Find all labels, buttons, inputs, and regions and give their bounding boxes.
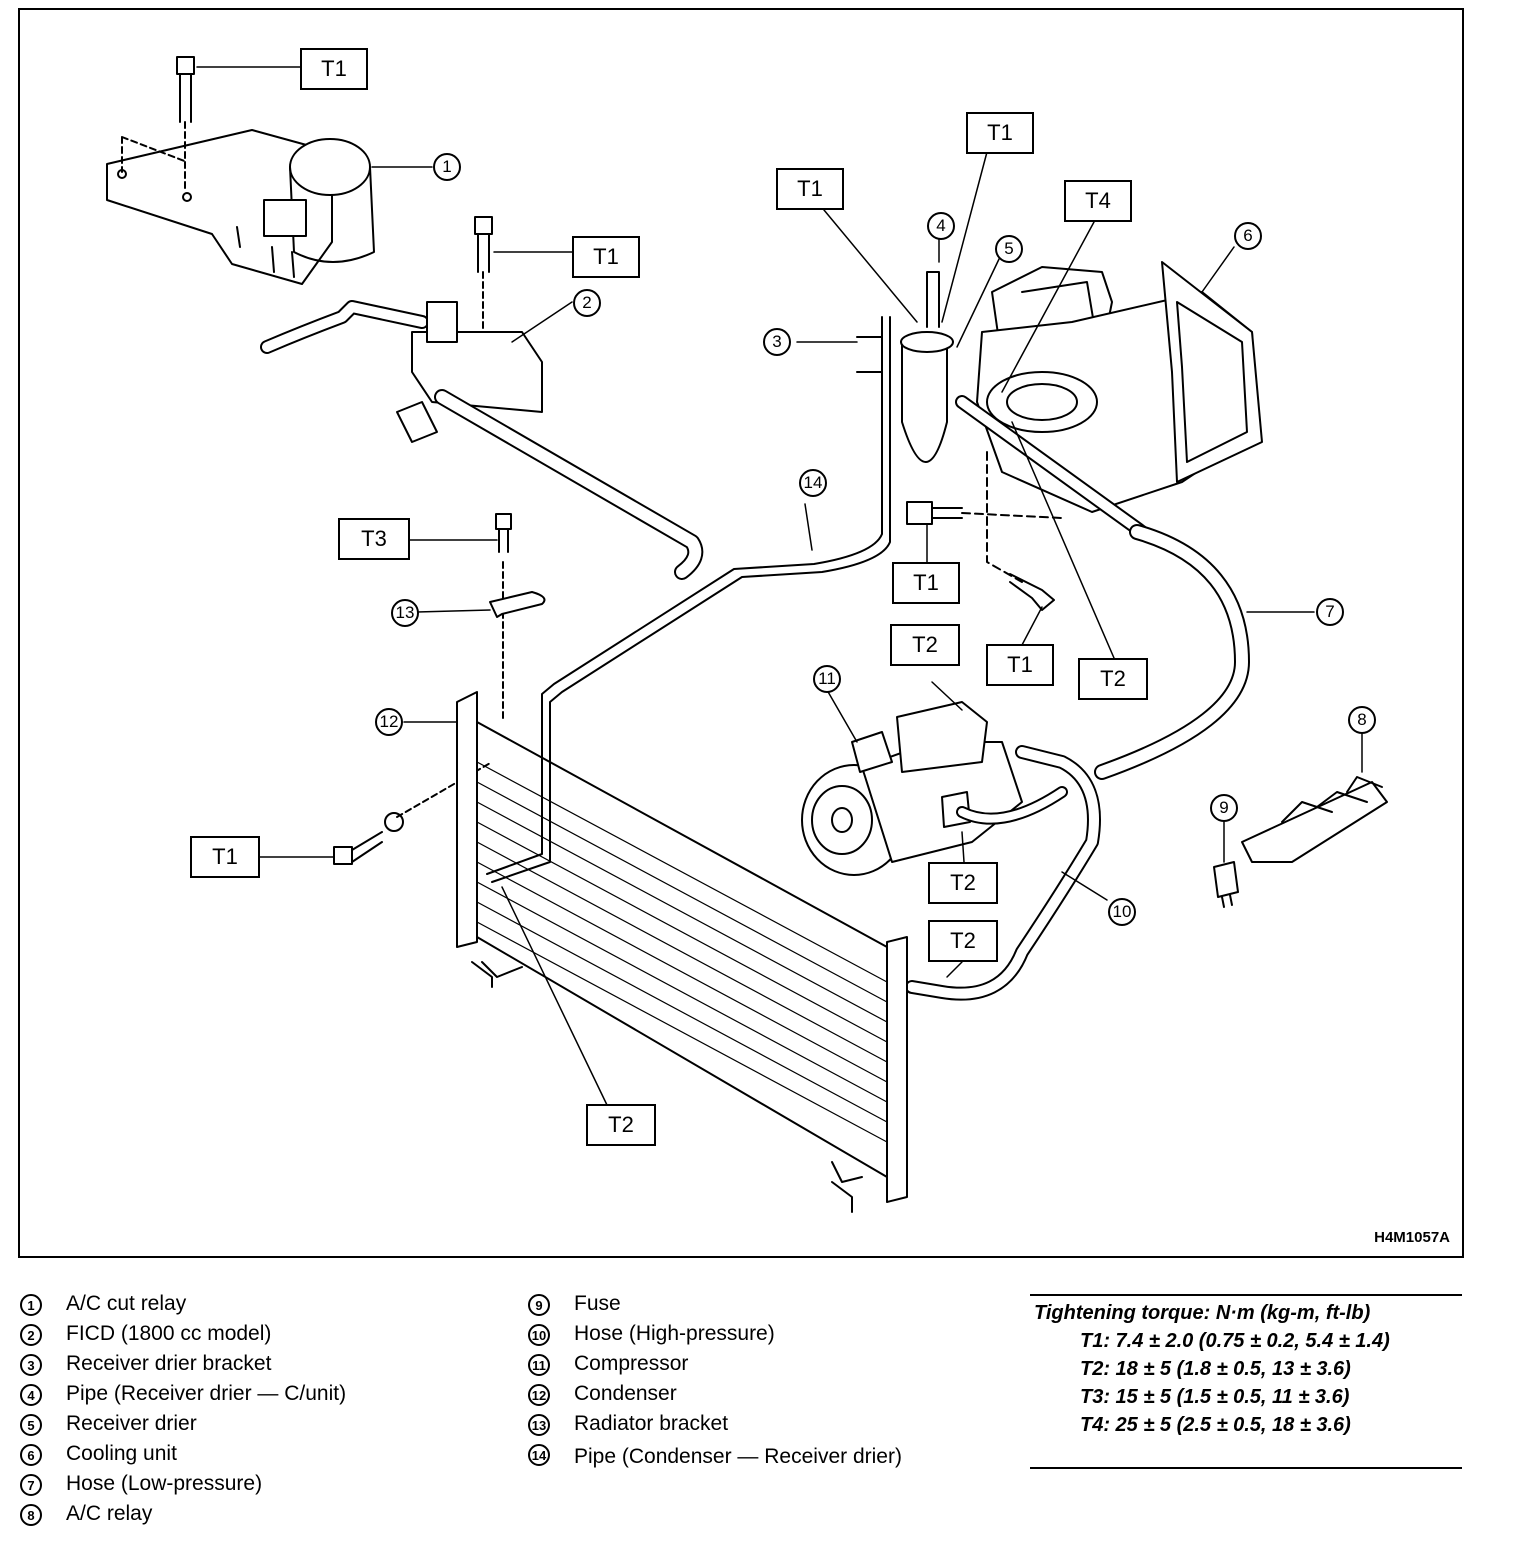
legend-text: Pipe (Condenser — Receiver drier) — [574, 1445, 902, 1468]
legend-item: 4 Pipe (Receiver drier — C/unit) — [20, 1382, 480, 1412]
legend-number: 11 — [528, 1354, 550, 1376]
receiver-drier-drawing — [486, 271, 954, 883]
legend-text: Hose (High-pressure) — [574, 1322, 775, 1345]
callout-4: 4 — [927, 212, 955, 240]
legend-text: A/C cut relay — [66, 1292, 187, 1315]
legend-text: Receiver drier bracket — [66, 1352, 272, 1375]
legend-item: 11 Compressor — [528, 1352, 968, 1382]
legend-item: 10 Hose (High-pressure) — [528, 1322, 968, 1352]
ficd-drawing — [260, 300, 704, 580]
legend-text: Condenser — [574, 1382, 677, 1405]
legend-number: 12 — [528, 1384, 550, 1406]
callout-3: 3 — [763, 328, 791, 356]
callout-1: 1 — [433, 153, 461, 181]
callout-9: 9 — [1210, 794, 1238, 822]
torque-box-t1: T1 — [776, 168, 844, 210]
legend-item: 5 Receiver drier — [20, 1412, 480, 1442]
torque-line: T1: 7.4 ± 2.0 (0.75 ± 0.2, 5.4 ± 1.4) — [1080, 1330, 1390, 1352]
legend-number: 6 — [20, 1444, 42, 1466]
torque-box-t2: T2 — [890, 624, 960, 666]
legend-text: Pipe (Receiver drier — C/unit) — [66, 1382, 347, 1405]
legend-item: 13 Radiator bracket — [528, 1412, 968, 1442]
bolt-drawings — [176, 56, 1063, 865]
torque-box-t1: T1 — [300, 48, 368, 90]
fuse-drawing — [1213, 861, 1239, 908]
callout-5: 5 — [995, 235, 1023, 263]
torque-box-t4: T4 — [1064, 180, 1132, 222]
torque-line: T3: 15 ± 5 (1.5 ± 0.5, 11 ± 3.6) — [1080, 1386, 1350, 1408]
torque-spec: Tightening torque: N·m (kg-m, ft-lb) T1:… — [1030, 1294, 1462, 1469]
exploded-view-diagram: T1 T1 T1 T1 T1 T1 T1 T4 T3 T2 T2 T2 T2 T… — [18, 8, 1464, 1258]
legend-number: 7 — [20, 1474, 42, 1496]
legend-number: 1 — [20, 1294, 42, 1316]
legend-number: 8 — [20, 1504, 42, 1526]
callout-14: 14 — [799, 469, 827, 497]
legend-text: A/C relay — [66, 1502, 153, 1525]
legend-number: 3 — [20, 1354, 42, 1376]
leader-lines — [196, 66, 1363, 1106]
torque-box-t1: T1 — [572, 236, 640, 278]
torque-box-t2: T2 — [586, 1104, 656, 1146]
legend-text: Hose (Low-pressure) — [66, 1472, 263, 1495]
legend-item: 3 Receiver drier bracket — [20, 1352, 480, 1382]
legend-text: Cooling unit — [66, 1442, 177, 1465]
torque-box-t3: T3 — [338, 518, 410, 560]
legend-item: 14 Pipe (Condenser — Receiver drier) — [528, 1442, 968, 1502]
ac-relay-drawing — [1241, 776, 1388, 863]
legend-item: 12 Condenser — [528, 1382, 968, 1412]
torque-line: T2: 18 ± 5 (1.8 ± 0.5, 13 ± 3.6) — [1080, 1358, 1351, 1380]
divider — [1030, 1294, 1462, 1296]
torque-box-t2: T2 — [928, 862, 998, 904]
legend-item: 2 FICD (1800 cc model) — [20, 1322, 480, 1352]
torque-box-t1: T1 — [966, 112, 1034, 154]
legend-item: 1 A/C cut relay — [20, 1292, 480, 1322]
figure-code: H4M1057A — [1374, 1229, 1450, 1246]
torque-title: Tightening torque: N·m (kg-m, ft-lb) — [1034, 1302, 1371, 1324]
radiator-bracket-drawing — [489, 591, 546, 618]
callout-10: 10 — [1108, 898, 1136, 926]
legend-text: Fuse — [574, 1292, 621, 1315]
cooling-unit-drawing — [955, 261, 1263, 539]
torque-box-t1: T1 — [892, 562, 960, 604]
legend-number: 4 — [20, 1384, 42, 1406]
ac-cut-relay-drawing — [106, 129, 375, 285]
legend-number: 14 — [528, 1444, 550, 1466]
torque-line: T4: 25 ± 5 (2.5 ± 0.5, 18 ± 3.6) — [1080, 1414, 1351, 1436]
legend-number: 2 — [20, 1324, 42, 1346]
callout-13: 13 — [391, 599, 419, 627]
legend-item: 8 A/C relay — [20, 1502, 480, 1532]
callout-2: 2 — [573, 289, 601, 317]
divider — [1030, 1467, 1462, 1469]
compressor-drawing — [801, 701, 1023, 876]
torque-box-t2: T2 — [1078, 658, 1148, 700]
diagram-artwork — [106, 56, 1388, 1213]
legend-text: Radiator bracket — [574, 1412, 729, 1435]
callout-11: 11 — [813, 665, 841, 693]
legend-item: 7 Hose (Low-pressure) — [20, 1472, 480, 1502]
callout-6: 6 — [1234, 222, 1262, 250]
callout-12: 12 — [375, 708, 403, 736]
torque-box-t1: T1 — [986, 644, 1054, 686]
legend-number: 9 — [528, 1294, 550, 1316]
callout-7: 7 — [1316, 598, 1344, 626]
legend-number: 5 — [20, 1414, 42, 1436]
torque-box-t1: T1 — [190, 836, 260, 878]
legend-text: FICD (1800 cc model) — [66, 1322, 272, 1345]
legend-item: 6 Cooling unit — [20, 1442, 480, 1472]
callout-8: 8 — [1348, 706, 1376, 734]
legend-item: 9 Fuse — [528, 1292, 968, 1322]
legend-text: Receiver drier — [66, 1412, 197, 1435]
legend-text: Compressor — [574, 1352, 689, 1375]
legend-right: 9 Fuse 10 Hose (High-pressure) 11 Compresso… — [528, 1292, 968, 1502]
legend-number: 10 — [528, 1324, 550, 1346]
legend-number: 13 — [528, 1414, 550, 1436]
torque-box-t2: T2 — [928, 920, 998, 962]
